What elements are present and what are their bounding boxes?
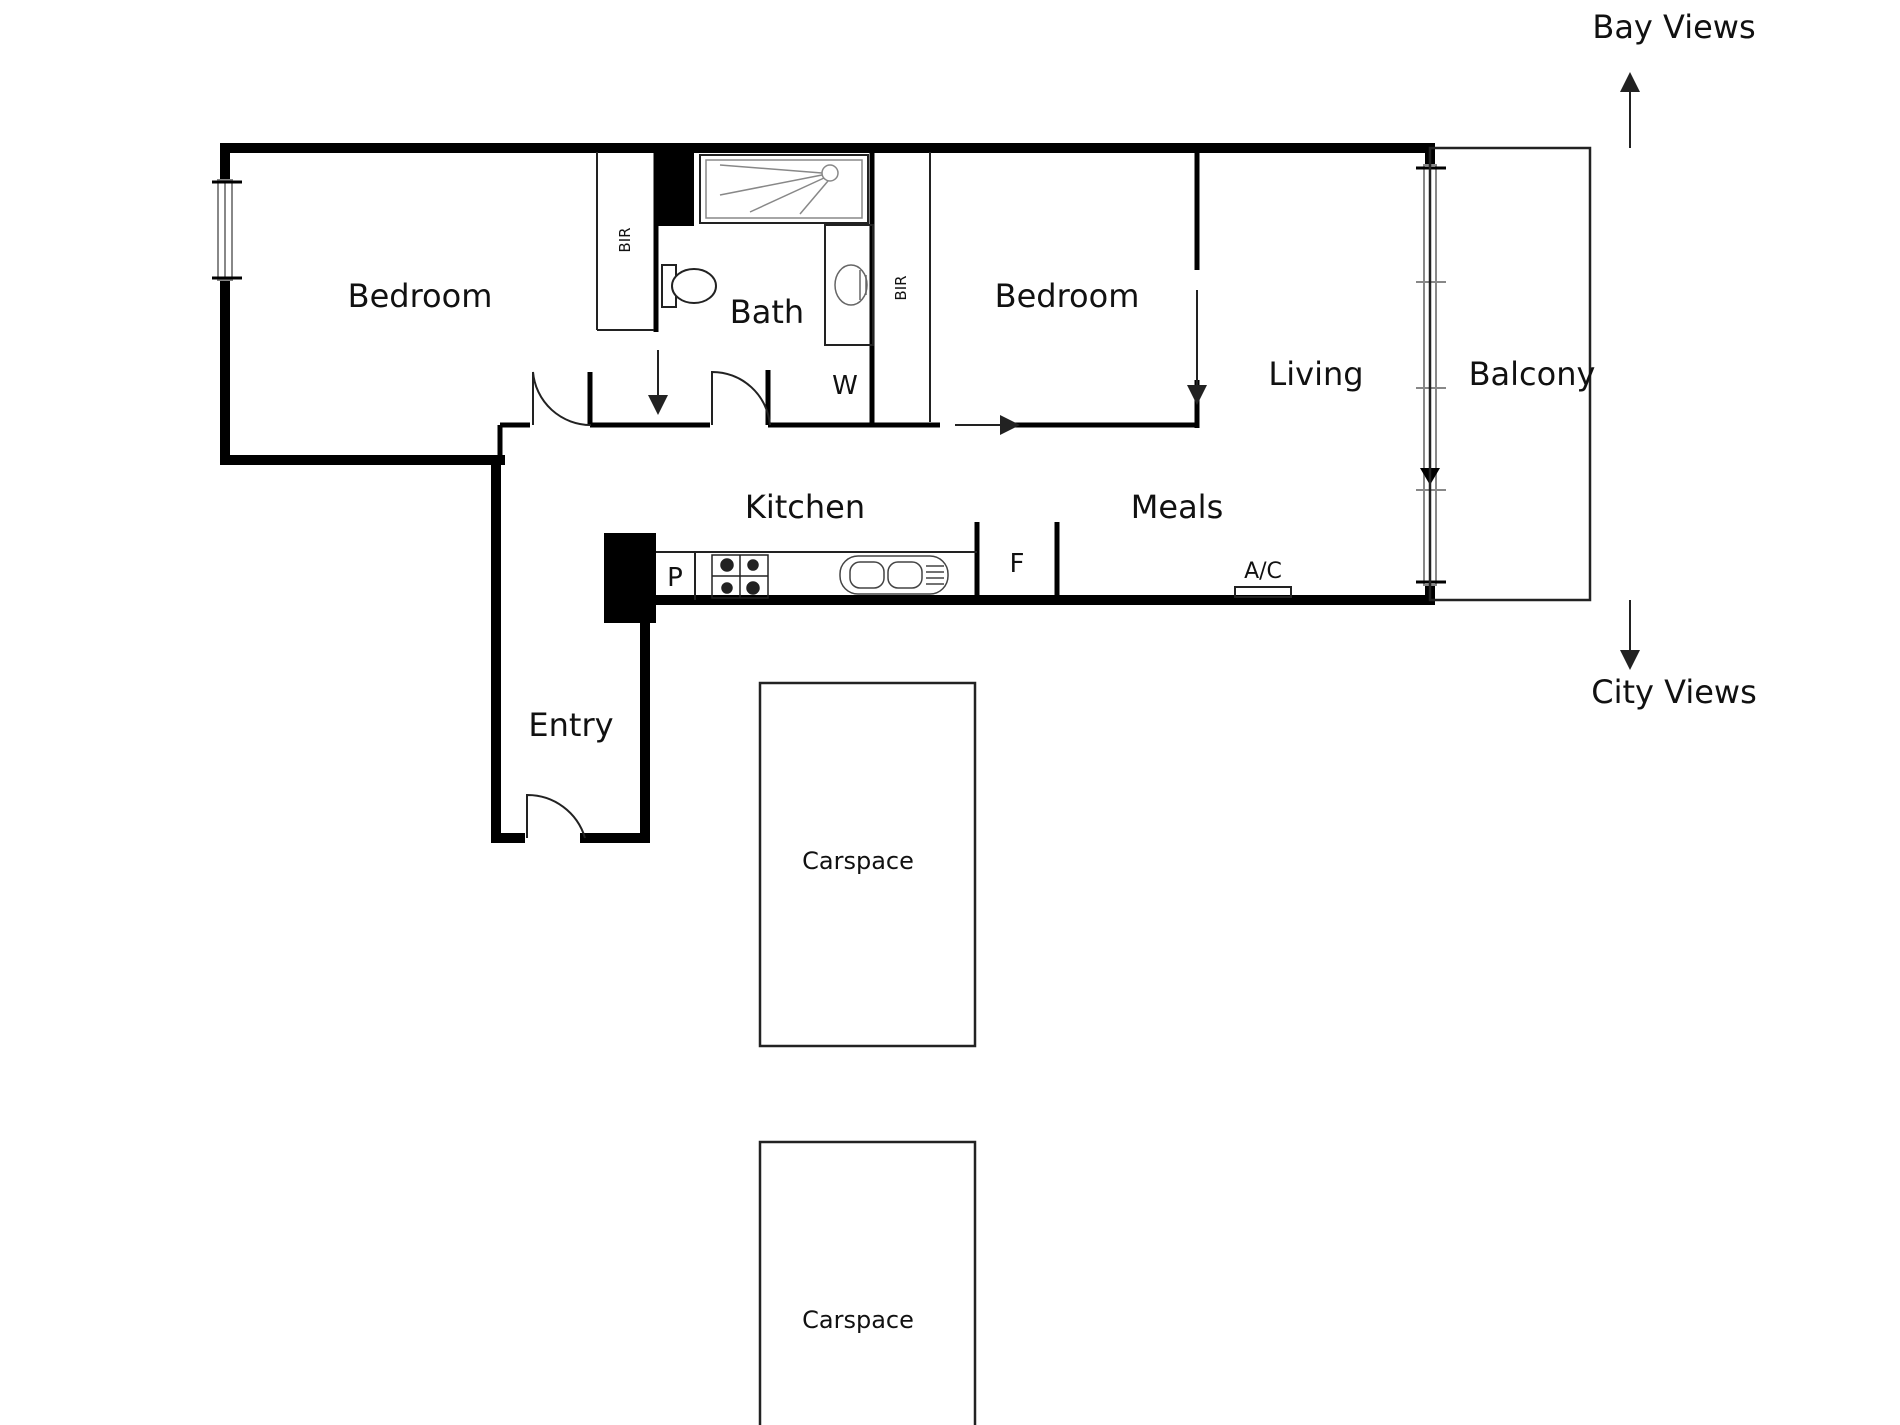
air-con-label: A/C: [1244, 559, 1282, 584]
room-label-bedroom-1: Bedroom: [348, 277, 493, 315]
exterior-walls: [220, 143, 1435, 843]
room-label-bath: Bath: [730, 293, 804, 331]
view-label-south: City Views: [1591, 673, 1757, 711]
air-con-unit: [1234, 586, 1292, 598]
basin-icon: [824, 224, 874, 346]
washer-label: W: [832, 371, 858, 401]
carspace-1: [758, 681, 977, 1048]
bir-label-2: BIR: [892, 275, 910, 300]
balcony-outline: [1428, 146, 1592, 602]
toilet-icon: [661, 264, 717, 308]
room-label-entry: Entry: [528, 706, 613, 744]
door-swings: [526, 370, 771, 839]
bir-label-1: BIR: [616, 227, 634, 252]
shower-icon: [699, 154, 869, 224]
pantry-label: P: [667, 563, 683, 593]
room-label-meals: Meals: [1131, 488, 1223, 526]
sink-icon: [839, 555, 949, 595]
room-label-bedroom-2: Bedroom: [995, 277, 1140, 315]
bir-bedroom-1: [596, 152, 654, 331]
carspace-label-2: Carspace: [802, 1306, 914, 1334]
view-label-north: Bay Views: [1592, 8, 1755, 46]
window-bedroom: [212, 179, 242, 281]
carspace-2: [758, 1140, 977, 1425]
wall-column-bath: [654, 150, 694, 226]
room-label-kitchen: Kitchen: [745, 488, 865, 526]
cooktop-icon: [711, 554, 769, 599]
room-label-balcony: Balcony: [1469, 355, 1596, 393]
wall-column-kitchen: [604, 533, 656, 623]
fridge-label: F: [1010, 549, 1025, 579]
carspace-label-1: Carspace: [802, 847, 914, 875]
kitchen-bench: [656, 551, 977, 600]
sliding-arrows: [648, 290, 1207, 435]
room-label-living: Living: [1268, 355, 1363, 393]
